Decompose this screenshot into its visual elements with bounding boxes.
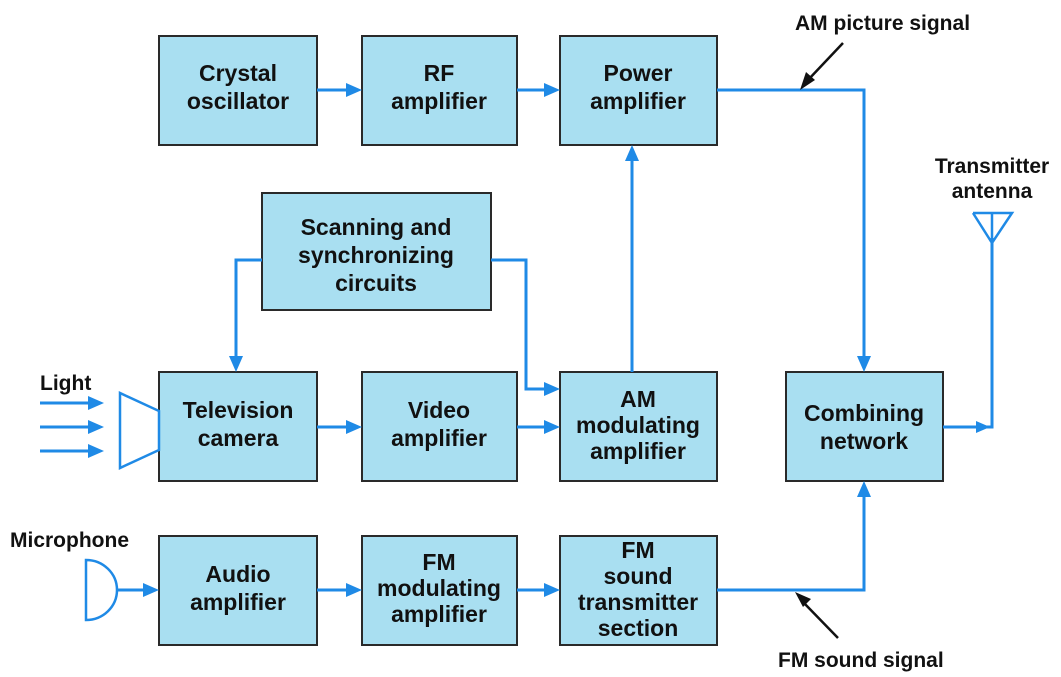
am-modulating-amplifier-block: AM modulating amplifier [559, 371, 718, 482]
fm-sound-signal-pointer [802, 601, 839, 639]
am-modulating-line1: AM [620, 386, 656, 412]
crystal-oscillator-line2: oscillator [187, 88, 289, 114]
television-camera-line1: Television [183, 397, 294, 423]
fm-sound-transmitter-line3: transmitter [578, 589, 698, 615]
rf-amplifier-block: RF amplifier [361, 35, 518, 146]
camera-lens-icon [118, 391, 161, 470]
combining-network-line2: network [820, 428, 908, 454]
video-amplifier-block: Video amplifier [361, 371, 518, 482]
fm-sound-signal-pointer-head [795, 592, 811, 607]
light-ray-2-head [88, 420, 104, 434]
arrowhead-am-mod-lower [544, 420, 560, 434]
crystal-oscillator-block: Crystal oscillator [158, 35, 318, 146]
power-amplifier-block: Power amplifier [559, 35, 718, 146]
rf-amplifier-line2: amplifier [391, 88, 487, 114]
light-label: Light [40, 372, 91, 395]
fm-sound-transmitter-line2: sound [604, 563, 673, 589]
arrowhead-audio [143, 583, 159, 597]
scanning-sync-line3: circuits [335, 270, 417, 296]
combining-network-block: Combining network [785, 371, 944, 482]
signal-wires [40, 83, 994, 597]
wire-am-picture-signal [717, 88, 866, 358]
fm-modulating-line1: FM [422, 549, 455, 575]
arrowhead-fm-sound [544, 583, 560, 597]
wire-scanning-to-am-mod [491, 258, 546, 391]
arrowhead-power [544, 83, 560, 97]
television-camera-block: Television camera [158, 371, 318, 482]
video-amplifier-line2: amplifier [391, 425, 487, 451]
arrowhead-fm-mod [346, 583, 362, 597]
combining-network-line1: Combining [804, 400, 924, 426]
wire-combining-to-antenna [943, 238, 994, 429]
microphone-label: Microphone [10, 529, 129, 552]
arrowhead-rf [346, 83, 362, 97]
am-picture-signal-pointer-head [800, 72, 815, 90]
arrowhead-am-mod-upper [544, 382, 560, 396]
antenna-icon [971, 211, 1015, 246]
television-camera-line2: camera [198, 425, 279, 451]
video-amplifier-line1: Video [408, 397, 470, 423]
audio-amplifier-block: Audio amplifier [158, 535, 318, 646]
scanning-sync-line2: synchronizing [298, 242, 454, 268]
power-amplifier-line1: Power [603, 60, 672, 86]
fm-sound-transmitter-line1: FM [621, 537, 654, 563]
scanning-sync-block: Scanning and synchronizing circuits [261, 192, 492, 311]
arrowhead-video [346, 420, 362, 434]
arrowhead-camera-top [229, 356, 243, 372]
am-picture-signal-label: AM picture signal [795, 12, 970, 35]
transmitter-antenna-label-line1: Transmitter [935, 155, 1049, 178]
fm-sound-transmitter-block: FM sound transmitter section [559, 535, 718, 646]
light-ray-1-head [88, 396, 104, 410]
am-modulating-line3: amplifier [590, 438, 686, 464]
microphone-icon [84, 558, 119, 622]
am-picture-signal-pointer [807, 42, 844, 81]
arrowhead-antenna-feed [976, 421, 990, 433]
wire-scanning-to-camera [234, 258, 262, 358]
power-amplifier-line2: amplifier [590, 88, 686, 114]
arrowhead-combining-top [857, 356, 871, 372]
arrowhead-combining-bottom [857, 481, 871, 497]
arrowhead-power-bottom [625, 145, 639, 161]
transmitter-antenna-label-line2: antenna [952, 180, 1033, 203]
fm-modulating-amplifier-block: FM modulating amplifier [361, 535, 518, 646]
rf-amplifier-line1: RF [424, 60, 455, 86]
scanning-sync-line1: Scanning and [301, 214, 452, 240]
light-ray-3-head [88, 444, 104, 458]
am-modulating-line2: modulating [576, 412, 700, 438]
wire-fm-sound-signal [717, 495, 866, 592]
audio-amplifier-line1: Audio [205, 561, 270, 587]
fm-modulating-line2: modulating [377, 575, 501, 601]
fm-modulating-line3: amplifier [391, 601, 487, 627]
fm-sound-signal-label: FM sound signal [778, 649, 944, 672]
audio-amplifier-line2: amplifier [190, 589, 286, 615]
fm-sound-transmitter-line4: section [598, 615, 679, 641]
crystal-oscillator-line1: Crystal [199, 60, 277, 86]
